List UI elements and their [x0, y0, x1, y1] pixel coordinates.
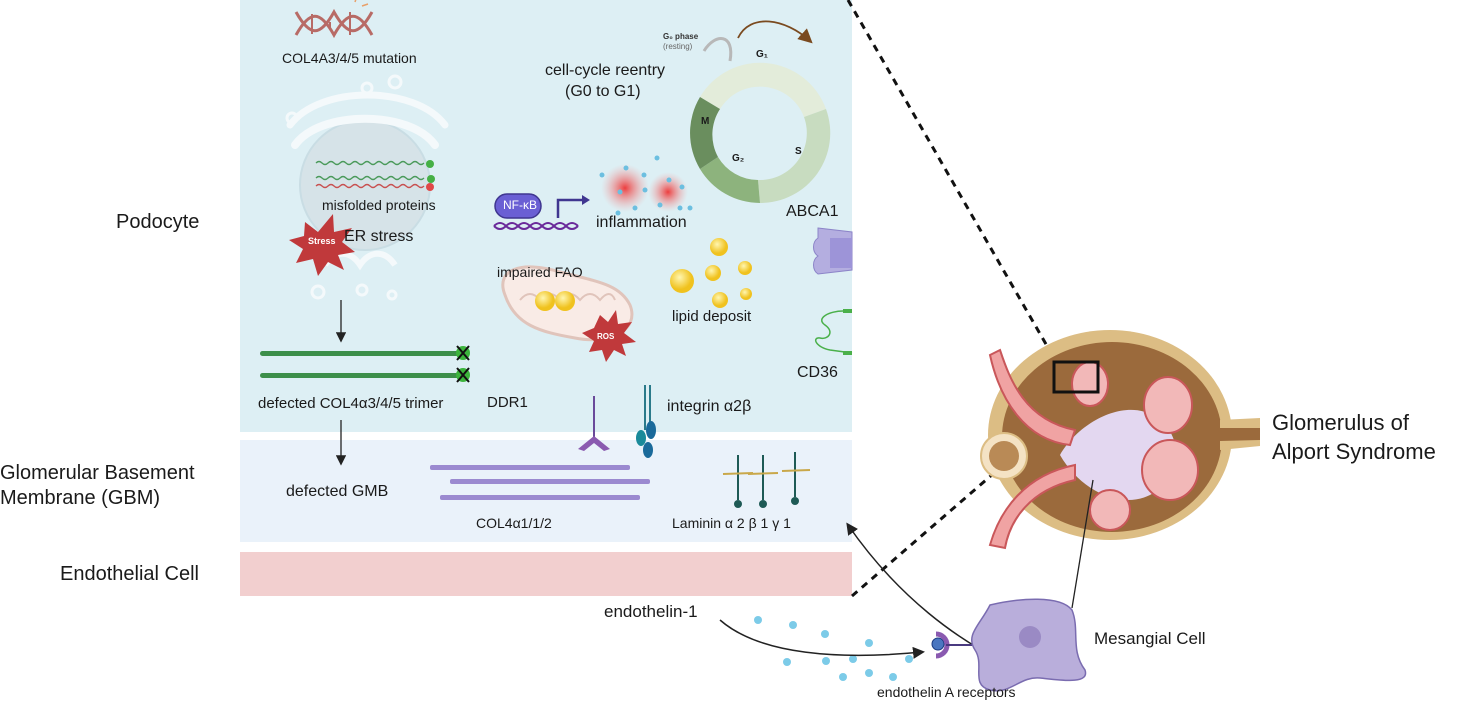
g0-resting-label: (resting): [663, 42, 693, 51]
cell-cycle-ring: [690, 20, 831, 204]
endothelial-panel: [240, 552, 852, 596]
podocyte-label: Podocyte: [116, 211, 200, 233]
mesangial-cell-icon: [970, 598, 1087, 692]
endothelin-a-receptors-label: endothelin A receptors: [877, 684, 1016, 700]
laminin-icon: [722, 452, 811, 508]
arrow-endothelin-to-receptor: [719, 619, 925, 659]
glomerulus-illustration: [980, 330, 1260, 550]
mesangial-cell-label: Mesangial Cell: [1094, 629, 1206, 648]
ros-badge: ROS: [597, 332, 615, 341]
collagen-trimer-icon: [260, 345, 470, 383]
abca1-label: ABCA1: [786, 203, 839, 220]
mesangial-pointer-line: [1071, 479, 1094, 609]
lipid-deposit-label: lipid deposit: [672, 308, 752, 325]
stress-burst-icon: [289, 214, 355, 276]
ddr1-label: DDR1: [487, 394, 528, 411]
phase-g2-label: G₂: [732, 153, 745, 164]
gbm-label-line1: Glomerular Basement: [0, 462, 195, 484]
er-stress-label: ER stress: [344, 228, 414, 245]
inflammation-label: inflammation: [596, 214, 687, 231]
integrin-receptor-icon: [636, 385, 656, 458]
glomerulus-title-line2: Alport Syndrome: [1272, 439, 1436, 464]
nfkb-label: NF-κB: [503, 198, 537, 212]
glomerulus-title-line1: Glomerulus of: [1272, 410, 1409, 435]
lipid-deposit-icon: [670, 238, 752, 308]
endothelial-label: Endothelial Cell: [60, 563, 199, 585]
endothelin-molecules: [754, 616, 913, 681]
mutation-label: COL4A3/4/5 mutation: [282, 50, 417, 66]
inflammation-icon: [599, 155, 693, 216]
cd36-label: CD36: [797, 364, 838, 381]
phase-m-label: M: [701, 116, 710, 127]
phase-g1-label: G₁: [756, 49, 768, 60]
g0-phase-label: G₀ phase: [663, 32, 699, 41]
zoom-connector-top: [846, 0, 1064, 373]
cell-cycle-label-line1: cell-cycle reentry: [545, 62, 666, 79]
defected-gbm-label: defected GMB: [286, 483, 389, 500]
col4-a1a1a2-label: COL4α1/1/2: [476, 515, 552, 531]
defected-trimer-label: defected COL4α3/4/5 trimer: [258, 395, 444, 412]
stress-badge: Stress: [308, 236, 336, 246]
nfkb-icon: [493, 193, 590, 230]
cd36-receptor-icon: [814, 309, 853, 355]
cell-cycle-label-line2: (G0 to G1): [565, 83, 641, 100]
endothelin-1-label: endothelin-1: [604, 602, 698, 621]
misfolded-proteins-label: misfolded proteins: [322, 197, 436, 213]
gbm-label-line2: Membrane (GBM): [0, 487, 161, 509]
col4-a1a1a2-strands: [430, 465, 650, 500]
abca1-transporter-icon: [813, 227, 853, 275]
mitochondrion-icon: [501, 265, 636, 362]
laminin-label: Laminin α 2 β 1 γ 1: [672, 515, 791, 531]
misfolded-proteins-icon: [315, 160, 435, 191]
integrin-label: integrin α2β: [667, 398, 752, 415]
phase-s-label: S: [795, 146, 802, 157]
ddr1-receptor-icon: [578, 396, 610, 451]
dna-mutation-icon: [294, 0, 374, 39]
endothelin-a-receptor-icon: [931, 631, 975, 659]
impaired-fao-label: impaired FAO: [497, 264, 583, 280]
